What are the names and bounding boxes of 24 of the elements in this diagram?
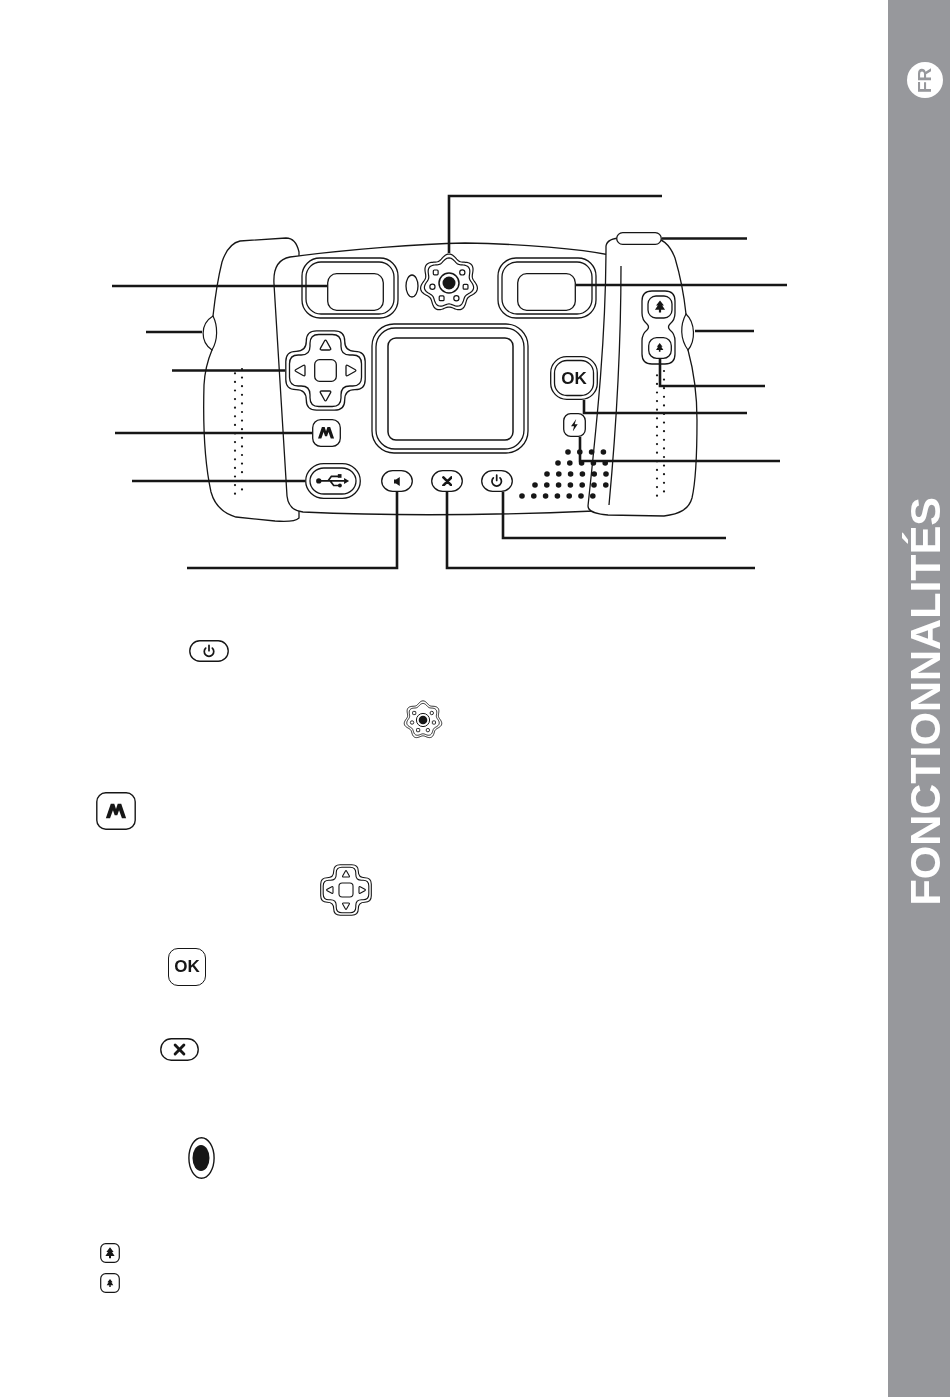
- section-title: FONCTIONNALITÉS: [903, 497, 947, 906]
- grip-notch: [678, 313, 695, 351]
- leader-line: [582, 400, 747, 415]
- leader-line: [132, 479, 305, 483]
- grip-notch: [202, 315, 218, 351]
- leader-line: [658, 359, 765, 388]
- leader-line: [445, 492, 755, 570]
- direction-pad: [285, 330, 366, 411]
- viewfinder-window: [327, 273, 384, 311]
- leader-line: [501, 492, 726, 540]
- leader-line: [112, 284, 327, 288]
- leader-line: [115, 431, 312, 435]
- m-button: [312, 419, 341, 447]
- leader-line: [578, 437, 780, 463]
- leader-line: [146, 330, 202, 334]
- leader-line: [172, 369, 285, 372]
- ok-key-symbol: OK: [168, 948, 206, 986]
- viewfinder-window: [517, 273, 576, 311]
- leader-line: [447, 194, 662, 253]
- leader-line: [187, 492, 399, 570]
- flash-button: [563, 413, 586, 437]
- shutter-button: [616, 232, 662, 245]
- leader-line: [662, 237, 747, 240]
- mode-dial: [419, 253, 479, 313]
